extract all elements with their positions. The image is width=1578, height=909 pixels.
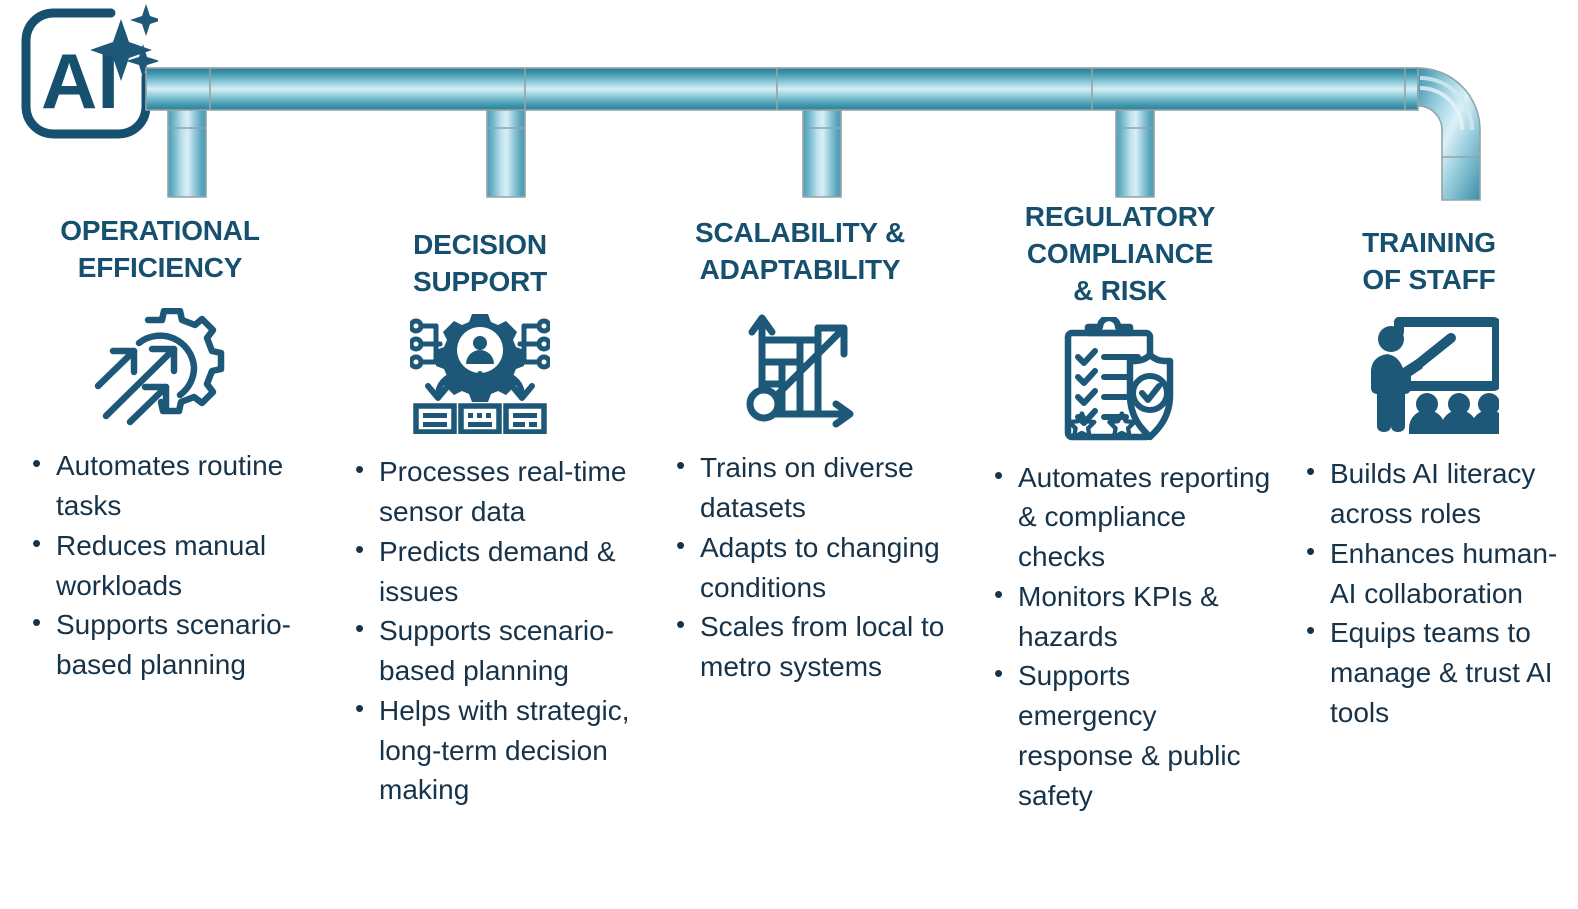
ai-gear-decision-flow-icon [410, 308, 550, 438]
column-title: REGULATORY COMPLIANCE & RISK [980, 198, 1260, 310]
column-operational-efficiency: OPERATIONAL EFFICIENCY [0, 212, 320, 685]
pipe-drops [167, 80, 1155, 198]
list-item: Enhances human-AI collaboration [1300, 533, 1578, 614]
list-item: Processes real-time sensor data [349, 451, 635, 532]
column-title-line: EFFICIENCY [77, 252, 243, 284]
list-item: Reduces manual workloads [26, 525, 312, 606]
column-title-line: SCALABILITY & [695, 217, 905, 248]
column-title-line: OF STAFF [1362, 264, 1496, 296]
list-item: Monitors KPIs & hazards [988, 576, 1274, 657]
pipe-drop-1 [167, 80, 207, 198]
column-bullet-list: Automates routine tasks Reduces manual w… [12, 445, 312, 685]
list-item: Scales from local to metro systems [670, 606, 956, 687]
column-bullet-list: Builds AI literacy across roles Enhances… [1286, 453, 1578, 732]
column-title: DECISION SUPPORT [340, 226, 620, 300]
list-item: Trains on diverse datasets [670, 447, 956, 528]
trainer-whiteboard-audience-icon [1359, 310, 1499, 440]
list-item: Automates routine tasks [26, 445, 312, 526]
column-title-line: REGULATORY [1024, 201, 1216, 232]
list-item: Helps with strategic, long-term decision… [349, 690, 635, 810]
list-item: Adapts to changing conditions [670, 527, 956, 608]
column-title-line: ADAPTABILITY [699, 254, 901, 286]
column-title-line: OPERATIONAL [60, 215, 260, 246]
column-title: OPERATIONAL EFFICIENCY [20, 212, 300, 286]
pipe-drop-2 [486, 80, 526, 198]
column-title-line: & RISK [1073, 275, 1167, 307]
column-bullet-list: Automates reporting & compliance checks … [974, 457, 1274, 816]
pipe-elbow-right [1417, 67, 1481, 201]
column-title: TRAINING OF STAFF [1289, 224, 1569, 298]
column-title-line: COMPLIANCE [1026, 238, 1214, 270]
clipboard-checklist-shield-icon [1062, 314, 1178, 444]
list-item: Supports scenario-based planning [26, 604, 312, 685]
ai-sparkle-badge-icon: AI [21, 4, 158, 139]
column-bullet-list: Processes real-time sensor data Predicts… [335, 451, 635, 810]
column-title: SCALABILITY & ADAPTABILITY [660, 214, 940, 288]
list-item: Equips teams to manage & trust AI tools [1300, 612, 1578, 732]
pipe-drop-3 [802, 80, 842, 198]
column-bullet-list: Trains on diverse datasets Adapts to cha… [656, 447, 956, 687]
column-title-line: TRAINING [1362, 227, 1496, 258]
sparkle-large-icon [90, 19, 152, 81]
pipe-drop-4 [1115, 80, 1155, 198]
list-item: Automates reporting & compliance checks [988, 457, 1274, 577]
sparkle-small-bottom-icon [126, 44, 158, 78]
column-decision-support: DECISION SUPPORT [320, 212, 640, 810]
industrial-pipe-icon [145, 67, 1481, 201]
list-item: Supports emergency response & public saf… [988, 655, 1274, 815]
column-title-line: SUPPORT [413, 266, 547, 298]
column-regulatory-compliance-risk: REGULATORY COMPLIANCE & RISK [960, 201, 1280, 816]
columns-container: OPERATIONAL EFFICIENCY [0, 201, 1578, 816]
list-item: Builds AI literacy across roles [1300, 453, 1578, 534]
column-scalability-adaptability: SCALABILITY & ADAPTABILITY [640, 212, 960, 687]
column-title-line: DECISION [413, 229, 547, 260]
column-training-of-staff: TRAINING OF STAFF [1280, 212, 1578, 733]
gear-growth-arrows-icon [94, 302, 226, 432]
list-item: Supports scenario-based planning [349, 610, 635, 691]
pipe-main-horizontal [145, 67, 1419, 111]
sparkle-small-top-icon [130, 4, 158, 36]
list-item: Predicts demand & issues [349, 531, 635, 612]
scaling-growth-chart-icon [740, 304, 860, 434]
